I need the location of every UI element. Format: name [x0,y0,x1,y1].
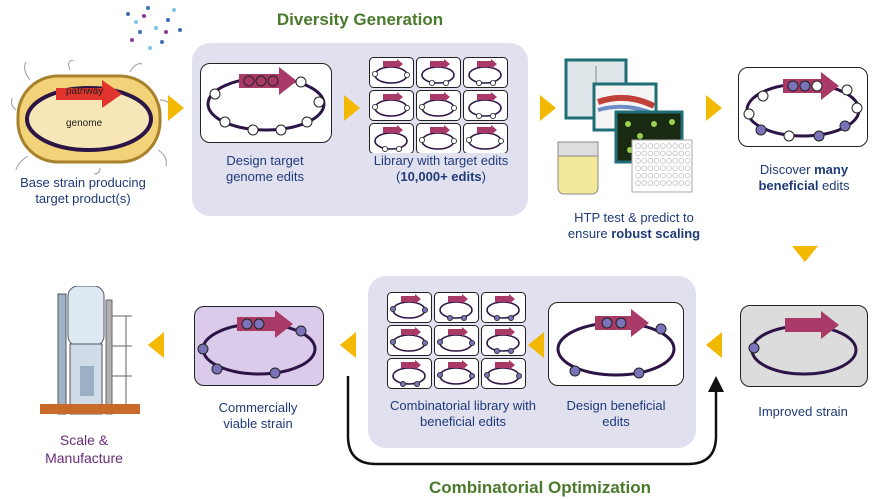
flow-arrow-1 [168,95,184,121]
optimization-loop-arrow [340,372,730,480]
mini-plasmid [369,57,414,88]
commercial-caption: Commercially viable strain [218,400,298,431]
mini-plasmid [434,292,479,323]
edit-library-grid [369,57,509,153]
htp-caption-pre: ensure [567,226,612,241]
flow-arrow-5 [706,332,722,358]
improved-strain-caption: Improved strain [758,404,848,419]
library-caption: Library with target edits(10,000+ edits) [373,153,509,184]
scale-caption: Scale & Manufacture [45,432,123,466]
bioreactor-icon [40,286,140,422]
discover-caption-pre: Discover [759,162,815,177]
discover-caption-bold: many beneficial [758,162,849,193]
design-target-plasmid [200,63,332,143]
mini-plasmid [416,90,461,121]
mini-plasmid [481,358,526,389]
flow-arrow-3 [540,95,556,121]
diversity-generation-heading: Diversity Generation [276,10,444,29]
mini-plasmid [463,123,508,153]
library-count: 10,000+ edits [400,169,482,184]
mini-plasmid [387,292,432,323]
htp-screening-images [556,58,696,198]
genome-label: genome [66,118,103,129]
mini-plasmid [434,325,479,356]
flow-arrow-4 [706,95,722,121]
mini-plasmid [463,57,508,88]
design-beneficial-plasmid [548,302,684,386]
design-beneficial-caption: Design beneficial edits [566,398,666,429]
mini-plasmid [416,57,461,88]
mini-plasmid [369,90,414,121]
mini-plasmid [416,123,461,153]
flow-arrow-down [792,246,818,262]
design-target-caption: Design target genome edits [225,153,305,184]
product-molecules-icon [118,2,198,54]
library-caption-line1: Library with target edits [373,153,509,168]
mini-plasmid [387,358,432,389]
commercial-strain-plasmid [194,306,324,386]
mini-plasmid [387,325,432,356]
flow-arrow-8 [148,332,164,358]
discover-caption: Discover many beneficial edits [742,162,866,194]
base-strain-cell [10,60,170,175]
discover-caption-post: edits [818,178,850,193]
combinatorial-optimization-heading: Combinatorial Optimization [429,478,651,497]
combinatorial-library-caption: Combinatorial library with beneficial ed… [390,398,536,429]
mini-plasmid [369,123,414,153]
combinatorial-library-grid [387,292,527,390]
mini-plasmid [434,358,479,389]
mini-plasmid [481,325,526,356]
flow-arrow-7 [340,332,356,358]
mini-plasmid [481,292,526,323]
discover-plasmid [738,67,868,147]
htp-caption-line1: HTP test & predict to [574,210,694,225]
base-strain-caption: Base strain producing target product(s) [20,175,146,206]
mini-plasmid [463,90,508,121]
improved-strain-plasmid [740,305,868,387]
pathway-label: pathway [66,86,104,97]
htp-caption-bold: robust scaling [611,226,701,241]
flow-arrow-6 [528,332,544,358]
flow-arrow-2 [344,95,360,121]
